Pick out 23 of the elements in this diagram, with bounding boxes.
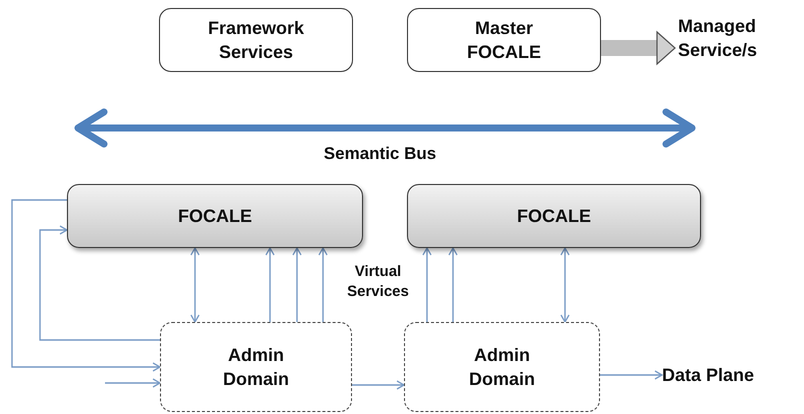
arrow <box>292 247 302 322</box>
bus-label: Semantic Bus <box>322 143 438 165</box>
arrow <box>11 199 161 372</box>
output-label: Managed Service/s <box>678 8 802 68</box>
output-label: Data Plane <box>662 362 802 388</box>
domain-box: Admin Domain <box>160 322 352 412</box>
domain-box: Admin Domain <box>404 322 600 412</box>
block-arrow <box>601 31 676 65</box>
arrow <box>352 380 405 390</box>
process-box: FOCALE <box>67 184 363 248</box>
arrow <box>422 247 432 322</box>
process-box: FOCALE <box>407 184 701 248</box>
arrow <box>600 370 663 380</box>
arrow <box>190 247 200 323</box>
arrow <box>448 247 458 322</box>
service-box: Master FOCALE <box>407 8 601 72</box>
arrow <box>318 247 328 322</box>
arrow <box>39 225 160 341</box>
annotation-text: Virtual Services <box>346 262 410 301</box>
arrow <box>265 247 275 322</box>
arrow <box>105 378 161 388</box>
arrow <box>560 247 570 323</box>
service-box: Framework Services <box>159 8 353 72</box>
